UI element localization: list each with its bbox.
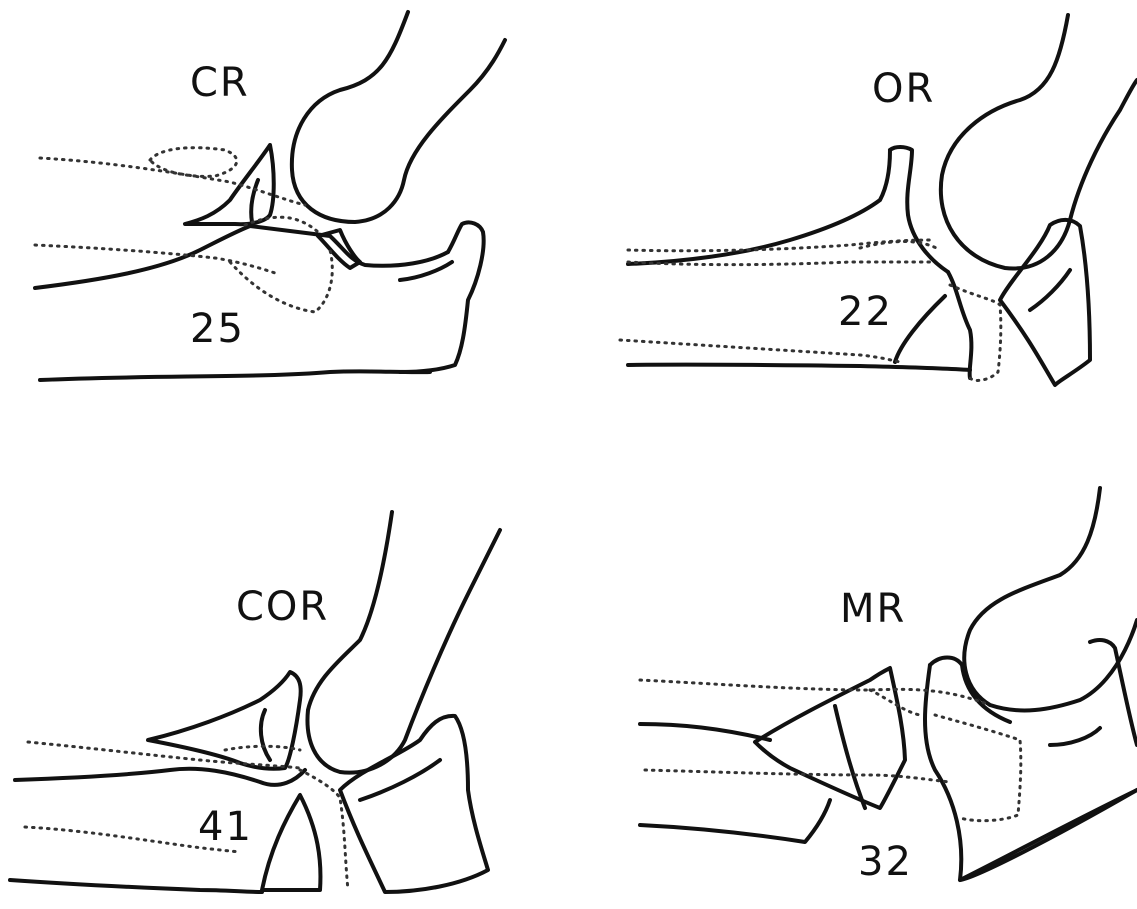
fracture-fragment: [895, 296, 945, 362]
panel-label: MR: [840, 586, 906, 632]
coronoid-process: [400, 222, 484, 372]
fracture-fragment: [262, 795, 320, 890]
radius-dotted-mid: [628, 262, 930, 265]
olecranon-tip: [890, 147, 948, 272]
radius-dotted-lower: [35, 245, 275, 273]
humerus-outline: [964, 488, 1137, 710]
ulna-upper-border: [35, 226, 448, 288]
panel-label: CR: [190, 60, 250, 106]
radius-dotted-loop: [150, 148, 237, 177]
ulna-upper-border: [628, 150, 890, 264]
panel-cor: COR 41: [10, 512, 500, 892]
olecranon-inner: [251, 180, 258, 222]
panel-count: 41: [198, 804, 253, 850]
olecranon-tip: [148, 672, 301, 769]
radial-head-dotted: [935, 715, 1021, 821]
olecranon-inner: [261, 710, 270, 760]
radius-dotted-upper: [40, 158, 305, 205]
humerus-outline: [307, 512, 500, 773]
coronoid-process: [925, 665, 1137, 880]
panel-label: OR: [872, 66, 935, 112]
joint-dotted: [860, 242, 940, 251]
coronoid-inner: [1050, 728, 1100, 745]
coronoid-process: [1000, 220, 1090, 385]
humerus-outline: [941, 15, 1137, 268]
humerus-outline: [292, 12, 505, 222]
panel-label: COR: [236, 584, 329, 630]
ulna-lower-border: [628, 365, 970, 370]
ulna-upper-border: [640, 724, 770, 740]
radius-dotted-upper: [28, 742, 300, 768]
panel-count: 32: [858, 839, 913, 885]
radial-head-dotted: [230, 250, 332, 312]
fragment-edge: [318, 230, 360, 268]
panel-cr: CR 25: [35, 12, 505, 380]
ulna-lower-border: [10, 880, 262, 892]
panel-mr: MR 32: [640, 488, 1137, 885]
radius-dotted-upper: [640, 680, 990, 705]
panel-or: OR 22: [620, 15, 1137, 385]
ulna-lower-stump: [640, 800, 830, 842]
panel-count: 25: [190, 306, 245, 352]
radius-dotted-lower: [620, 340, 900, 362]
coronoid-inner: [1030, 270, 1070, 310]
olecranon-tip: [185, 145, 274, 224]
olecranon-tip: [930, 658, 1010, 723]
coronoid-process: [340, 716, 488, 892]
ulna-lower-border: [960, 790, 1137, 880]
ulna-upper-border: [15, 769, 305, 785]
ulna-lower-border: [40, 371, 430, 380]
panel-count: 22: [838, 289, 893, 335]
